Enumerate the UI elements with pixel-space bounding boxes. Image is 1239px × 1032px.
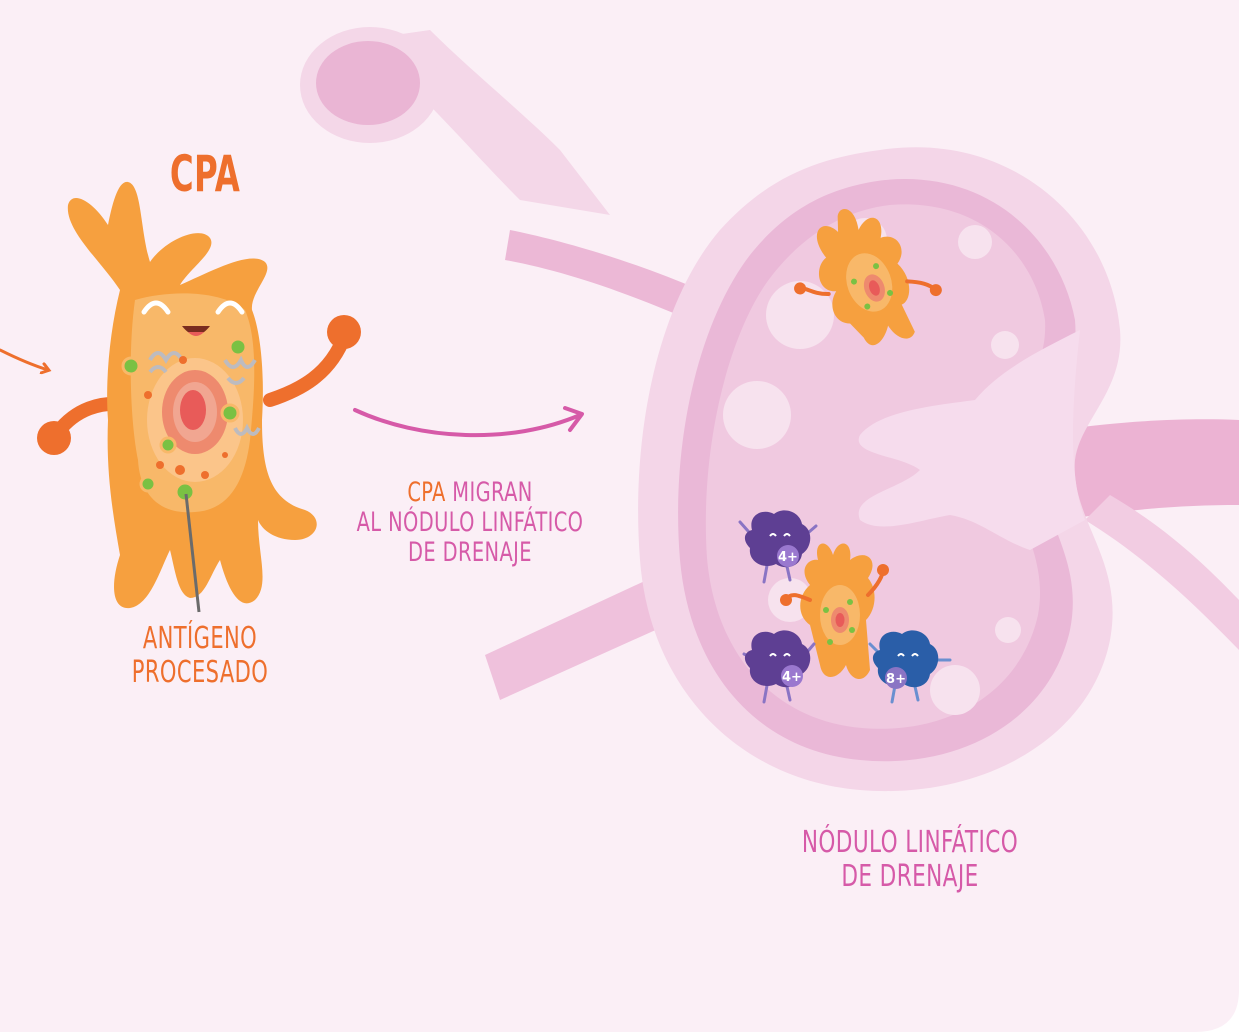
antigen-label: ANTÍGENO PROCESADO	[122, 622, 278, 689]
lymph-node-label-line2: DE DRENAJE	[841, 859, 978, 894]
cd4-badge-label-2: 4+	[782, 670, 802, 685]
antigen-label-line1: ANTÍGENO	[143, 621, 257, 656]
migrate-label-highlight: CPA	[407, 477, 445, 508]
cd8-badge-label: 8+	[886, 672, 906, 687]
migrate-label-line2: AL NÓDULO LINFÁTICO	[357, 507, 584, 538]
lymph-node-label: NÓDULO LINFÁTICO DE DRENAJE	[790, 826, 1030, 893]
migrate-label-line3: DE DRENAJE	[408, 537, 532, 568]
migrate-label: CPA MIGRAN AL NÓDULO LINFÁTICO DE DRENAJ…	[350, 478, 590, 569]
cd4-badge-label: 4+	[778, 550, 798, 565]
lymph-node-label-line1: NÓDULO LINFÁTICO	[802, 825, 1018, 860]
cpa-title: CPA	[151, 146, 259, 202]
antigen-label-line2: PROCESADO	[132, 655, 268, 690]
migrate-label-line1: MIGRAN	[446, 477, 533, 508]
